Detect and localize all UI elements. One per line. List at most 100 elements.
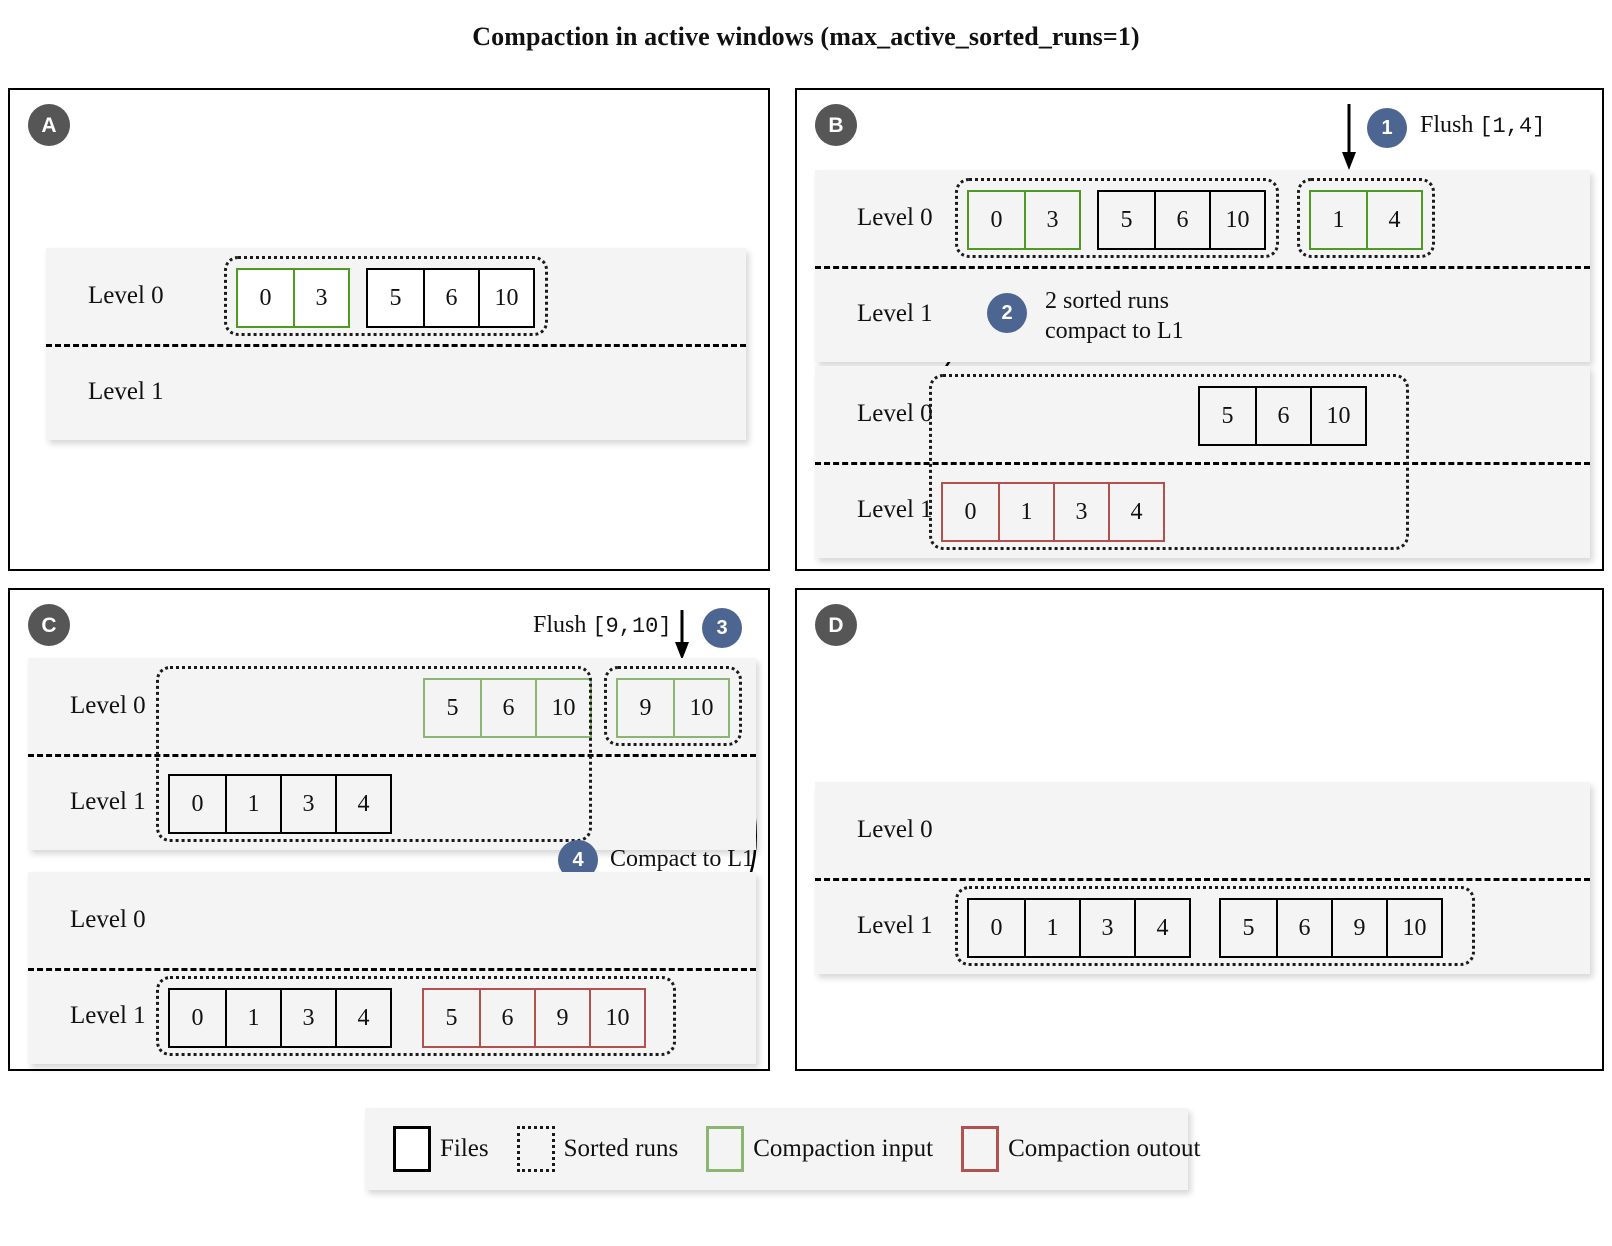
- file-cell: 10: [478, 270, 533, 326]
- level-0-row: Level 0: [28, 872, 756, 968]
- file-cell: 6: [1154, 192, 1209, 248]
- level-0-row: Level 0 5 6 10 9 10: [28, 658, 756, 754]
- legend-label: Compaction outout: [1008, 1135, 1201, 1162]
- compaction-output-swatch-icon: [961, 1126, 1000, 1172]
- level-divider: [815, 462, 1590, 465]
- file-cell: 6: [1255, 388, 1310, 444]
- level-1-row: Level 1 0 1 3 4 5 6 9 10: [28, 968, 756, 1064]
- level-0-label: Level 0: [70, 906, 146, 933]
- legend-item-files: Files: [393, 1126, 489, 1172]
- files-swatch-icon: [393, 1126, 431, 1172]
- file-cell: 6: [1276, 900, 1331, 956]
- panel-d: D Level 0 Level 1 0 1 3 4 5 6 9 10: [795, 588, 1604, 1071]
- file-cell: 6: [480, 680, 535, 736]
- panel-letter-badge-c: C: [28, 604, 70, 646]
- level-0-row: Level 0 0 3 5 6 10 1 4: [815, 170, 1590, 266]
- compact-note-4: Compact to L1: [610, 846, 754, 872]
- panel-d-state-block: Level 0 Level 1 0 1 3 4 5 6 9 10: [815, 782, 1590, 974]
- legend-label: Sorted runs: [563, 1135, 679, 1162]
- file-group-flushed-input: 1 4: [1309, 190, 1423, 250]
- file-cell: 3: [1024, 192, 1079, 248]
- level-0-label: Level 0: [70, 692, 146, 719]
- file-cell: 9: [618, 680, 673, 736]
- page-title: Compaction in active windows (max_active…: [472, 22, 1140, 51]
- step-badge-3: 3: [702, 608, 742, 648]
- file-group-input: 0 3: [236, 268, 350, 328]
- step-badge-2: 2: [987, 293, 1027, 333]
- panel-b: B 1 Flush [1,4] Level 0 0 3 5 6 10 1: [795, 88, 1604, 571]
- level-1-row: Level 1: [46, 344, 746, 440]
- panel-a: A Level 0 0 3 5 6 10 Level 1: [8, 88, 770, 571]
- level-1-label: Level 1: [857, 300, 933, 327]
- file-group-files: 5 6 10: [366, 268, 535, 328]
- level-0-label: Level 0: [857, 400, 933, 427]
- level-divider: [28, 968, 756, 971]
- file-cell: 9: [1331, 900, 1386, 956]
- flush-range: [1,4]: [1479, 114, 1546, 139]
- panel-letter-badge-a: A: [28, 104, 70, 146]
- file-cell: 1: [225, 990, 280, 1046]
- file-cell: 4: [1366, 192, 1421, 248]
- level-1-label: Level 1: [70, 788, 146, 815]
- file-cell: 1: [998, 484, 1053, 540]
- legend-item-compaction-output: Compaction outout: [961, 1126, 1200, 1172]
- file-cell: 10: [1209, 192, 1264, 248]
- panel-a-state-block: Level 0 0 3 5 6 10 Level 1: [46, 248, 746, 440]
- file-group-output: 0 1 3 4: [941, 482, 1165, 542]
- file-cell: 10: [673, 680, 728, 736]
- file-cell: 0: [969, 900, 1024, 956]
- panel-letter-badge-b: B: [815, 104, 857, 146]
- file-cell: 0: [969, 192, 1024, 248]
- level-1-label: Level 1: [88, 378, 164, 405]
- file-cell: 6: [423, 270, 478, 326]
- legend-label: Files: [440, 1135, 489, 1162]
- level-divider: [815, 878, 1590, 881]
- flush-word: Flush: [533, 612, 587, 638]
- file-cell: 6: [479, 990, 534, 1046]
- file-cell: 10: [535, 680, 590, 736]
- panel-c-state-2-block: Level 0 Level 1 0 1 3 4 5 6 9 10: [28, 872, 756, 1064]
- level-1-label: Level 1: [857, 912, 933, 939]
- file-cell: 5: [1221, 900, 1276, 956]
- file-group-output: 5 6 9 10: [422, 988, 646, 1048]
- level-1-row: Level 1 0 1 3 4: [815, 462, 1590, 558]
- file-cell: 5: [368, 270, 423, 326]
- file-cell: 3: [1053, 484, 1108, 540]
- file-cell: 3: [1079, 900, 1134, 956]
- file-group-files: 0 1 3 4: [168, 988, 392, 1048]
- file-cell: 3: [280, 776, 335, 832]
- flush-range: [9,10]: [592, 614, 672, 639]
- level-0-label: Level 0: [857, 204, 933, 231]
- file-cell: 10: [1386, 900, 1441, 956]
- compact-note-line-2: compact to L1: [1045, 318, 1184, 344]
- compaction-input-swatch-icon: [706, 1126, 745, 1172]
- flush-label-1: Flush [1,4]: [1420, 110, 1545, 141]
- flush-label-3: Flush [9,10]: [533, 610, 672, 641]
- file-cell: 3: [293, 270, 348, 326]
- file-cell: 9: [534, 990, 589, 1046]
- panel-b-state-1-block: Level 0 0 3 5 6 10 1 4 Level 1: [815, 170, 1590, 362]
- panel-c-state-1-block: Level 0 5 6 10 9 10 Level 1 0 1 3 4: [28, 658, 756, 850]
- sorted-runs-swatch-icon: [516, 1126, 555, 1172]
- file-group-flushed-input: 9 10: [616, 678, 730, 738]
- level-0-label: Level 0: [88, 282, 164, 309]
- level-1-row: Level 1 0 1 3 4: [28, 754, 756, 850]
- file-group-files: 5 6 9 10: [1219, 898, 1443, 958]
- file-cell: 0: [943, 484, 998, 540]
- level-0-row: Level 0 5 6 10: [815, 366, 1590, 462]
- file-cell: 5: [1099, 192, 1154, 248]
- panel-c: C Flush [9,10] 3 Level 0 5 6 10 9 10 Lev…: [8, 588, 770, 1071]
- file-cell: 0: [170, 776, 225, 832]
- compact-note-line-1: 2 sorted runs: [1045, 288, 1169, 314]
- file-cell: 5: [424, 990, 479, 1046]
- file-group-files: 0 1 3 4: [967, 898, 1191, 958]
- file-group-files: 5 6 10: [1097, 190, 1266, 250]
- level-divider: [815, 266, 1590, 269]
- step-badge-1: 1: [1367, 108, 1407, 148]
- level-divider: [28, 754, 756, 757]
- file-cell: 0: [170, 990, 225, 1046]
- legend-item-sorted-runs: Sorted runs: [516, 1126, 679, 1172]
- panel-letter-badge-d: D: [815, 604, 857, 646]
- legend-label: Compaction input: [753, 1135, 934, 1162]
- file-cell: 0: [238, 270, 293, 326]
